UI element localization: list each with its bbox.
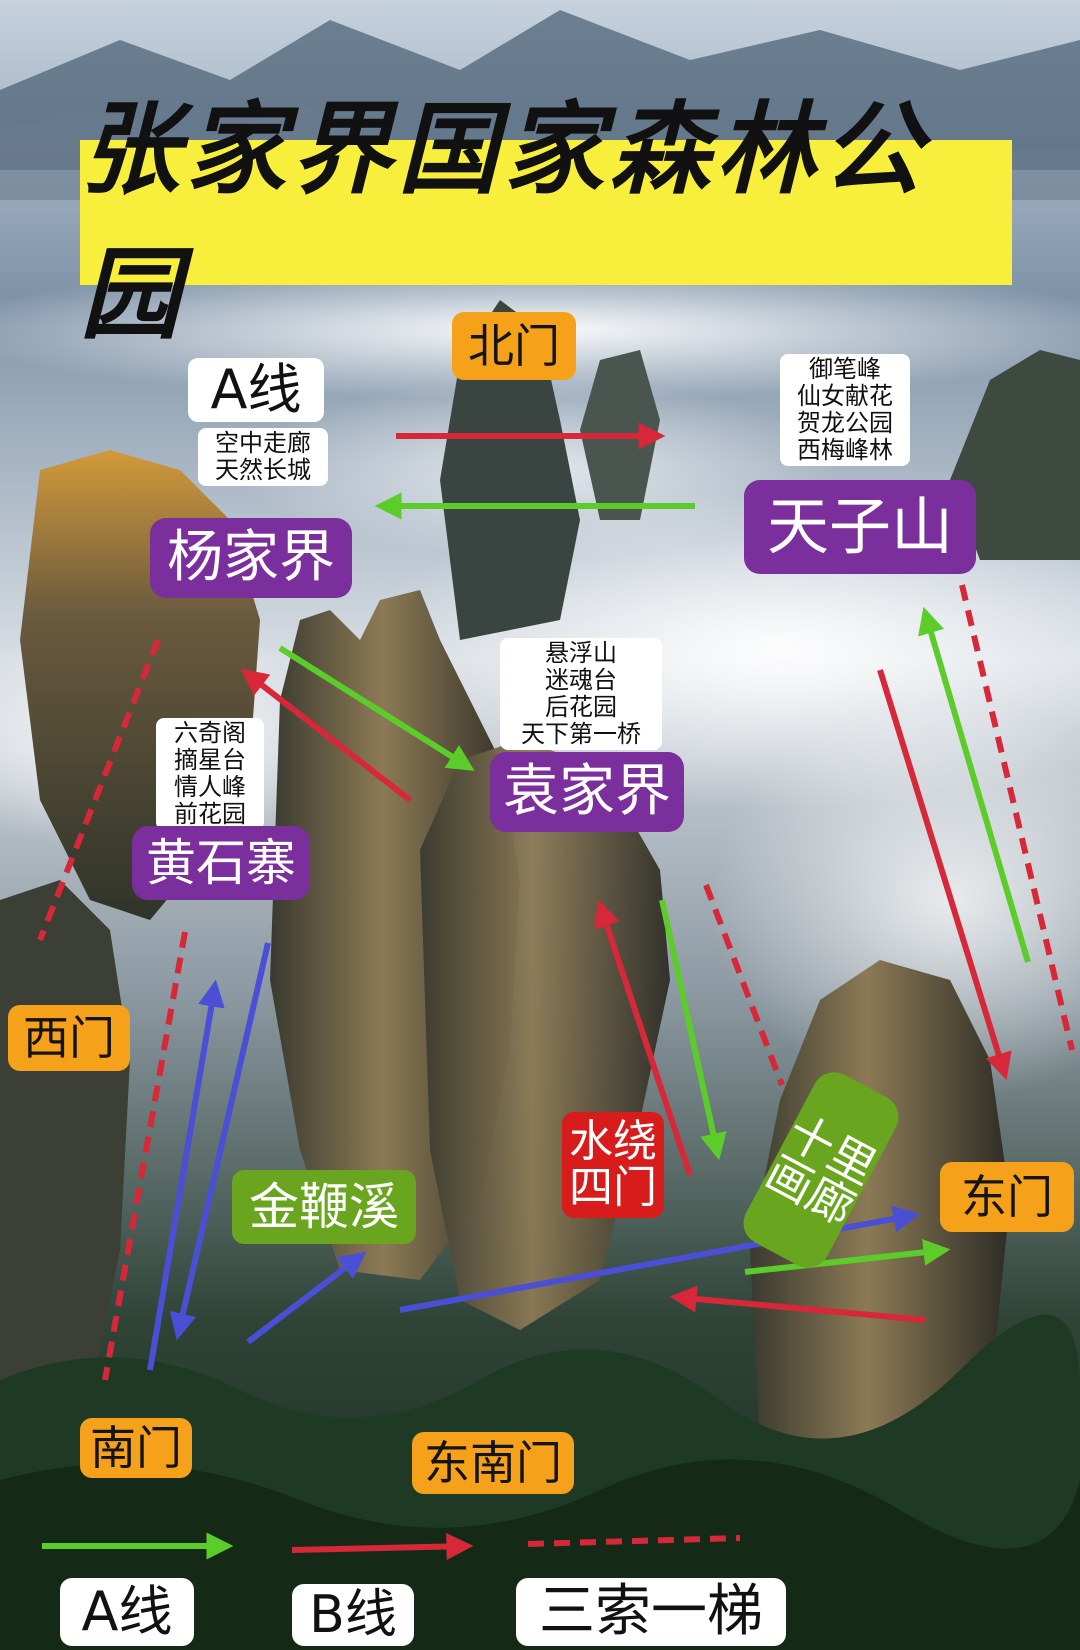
southeast-gate-label[interactable]: 东南门 (412, 1432, 574, 1494)
page-title: 张家界国家森林公园 (80, 90, 928, 353)
cable-route (37, 638, 161, 942)
yuanjiajie-spots: 悬浮山 迷魂台 后花园 天下第一桥 (500, 638, 662, 750)
legend-a-line: A线 (60, 1578, 194, 1646)
huangshizhai-spots: 六奇阁 摘星台 情人峰 前花园 (156, 718, 264, 830)
legend-cable-line (527, 1535, 741, 1547)
spot-item: 前花园 (174, 800, 246, 828)
spot-item: 后花园 (545, 693, 617, 721)
huangshizhai-label[interactable]: 黄石寨 (132, 826, 310, 900)
walk-route (147, 979, 225, 1371)
shuiraosimen-label[interactable]: 水绕 四门 (562, 1112, 664, 1218)
a-line-tag: A线 (188, 358, 324, 422)
east-gate-label[interactable]: 东门 (940, 1162, 1074, 1232)
spot-item: 情人峰 (174, 773, 246, 801)
yangjiajie-spots: 空中走廊 天然长城 (198, 428, 328, 486)
cable-route (959, 584, 1075, 1051)
cable-route (703, 883, 785, 1087)
south-gate-label[interactable]: 南门 (80, 1418, 192, 1478)
tianzishan-spots: 御笔峰 仙女献花 贺龙公园 西梅峰林 (780, 354, 910, 466)
spot-item: 迷魂台 (545, 666, 617, 694)
route-lines (37, 422, 1075, 1560)
a-line-route (744, 1238, 951, 1275)
b-line-route (877, 669, 1012, 1081)
north-gate-label[interactable]: 北门 (452, 312, 576, 380)
b-line-route (240, 668, 412, 803)
a-line-route (918, 606, 1031, 963)
spot-item: 仙女献花 (797, 382, 893, 410)
spot-item: 天然长城 (215, 456, 311, 484)
jinbianxi-label[interactable]: 金鞭溪 (232, 1170, 416, 1244)
legend-b-line: B线 (292, 1584, 414, 1646)
spot-item: 悬浮山 (545, 639, 617, 667)
b-line-route (669, 1285, 926, 1323)
shuiraosimen-line-2: 四门 (569, 1162, 657, 1213)
west-gate-label[interactable]: 西门 (8, 1005, 130, 1071)
a-line-route (278, 645, 475, 771)
cable-route (102, 931, 188, 1381)
legend-cable: 三索一梯 (516, 1578, 786, 1646)
spot-item: 六奇阁 (174, 719, 246, 747)
a-line-route (659, 899, 727, 1161)
spot-item: 御笔峰 (809, 355, 881, 383)
yuanjiajie-label[interactable]: 袁家界 (490, 752, 684, 832)
tianzishan-label[interactable]: 天子山 (744, 480, 976, 574)
spot-item: 天下第一桥 (521, 720, 641, 748)
spot-item: 贺龙公园 (797, 409, 893, 437)
legend-b-line-arrow (291, 1532, 474, 1560)
spot-item: 摘星台 (174, 746, 246, 774)
spot-item: 西梅峰林 (797, 436, 893, 464)
shuiraosimen-line-1: 水绕 (569, 1115, 657, 1167)
walk-route (169, 942, 271, 1341)
yangjiajie-label[interactable]: 杨家界 (150, 518, 352, 598)
b-line-route (594, 899, 693, 1176)
walk-route (246, 1251, 367, 1345)
title-banner: 张家界国家森林公园 (80, 91, 1012, 353)
spot-item: 空中走廊 (215, 429, 311, 457)
